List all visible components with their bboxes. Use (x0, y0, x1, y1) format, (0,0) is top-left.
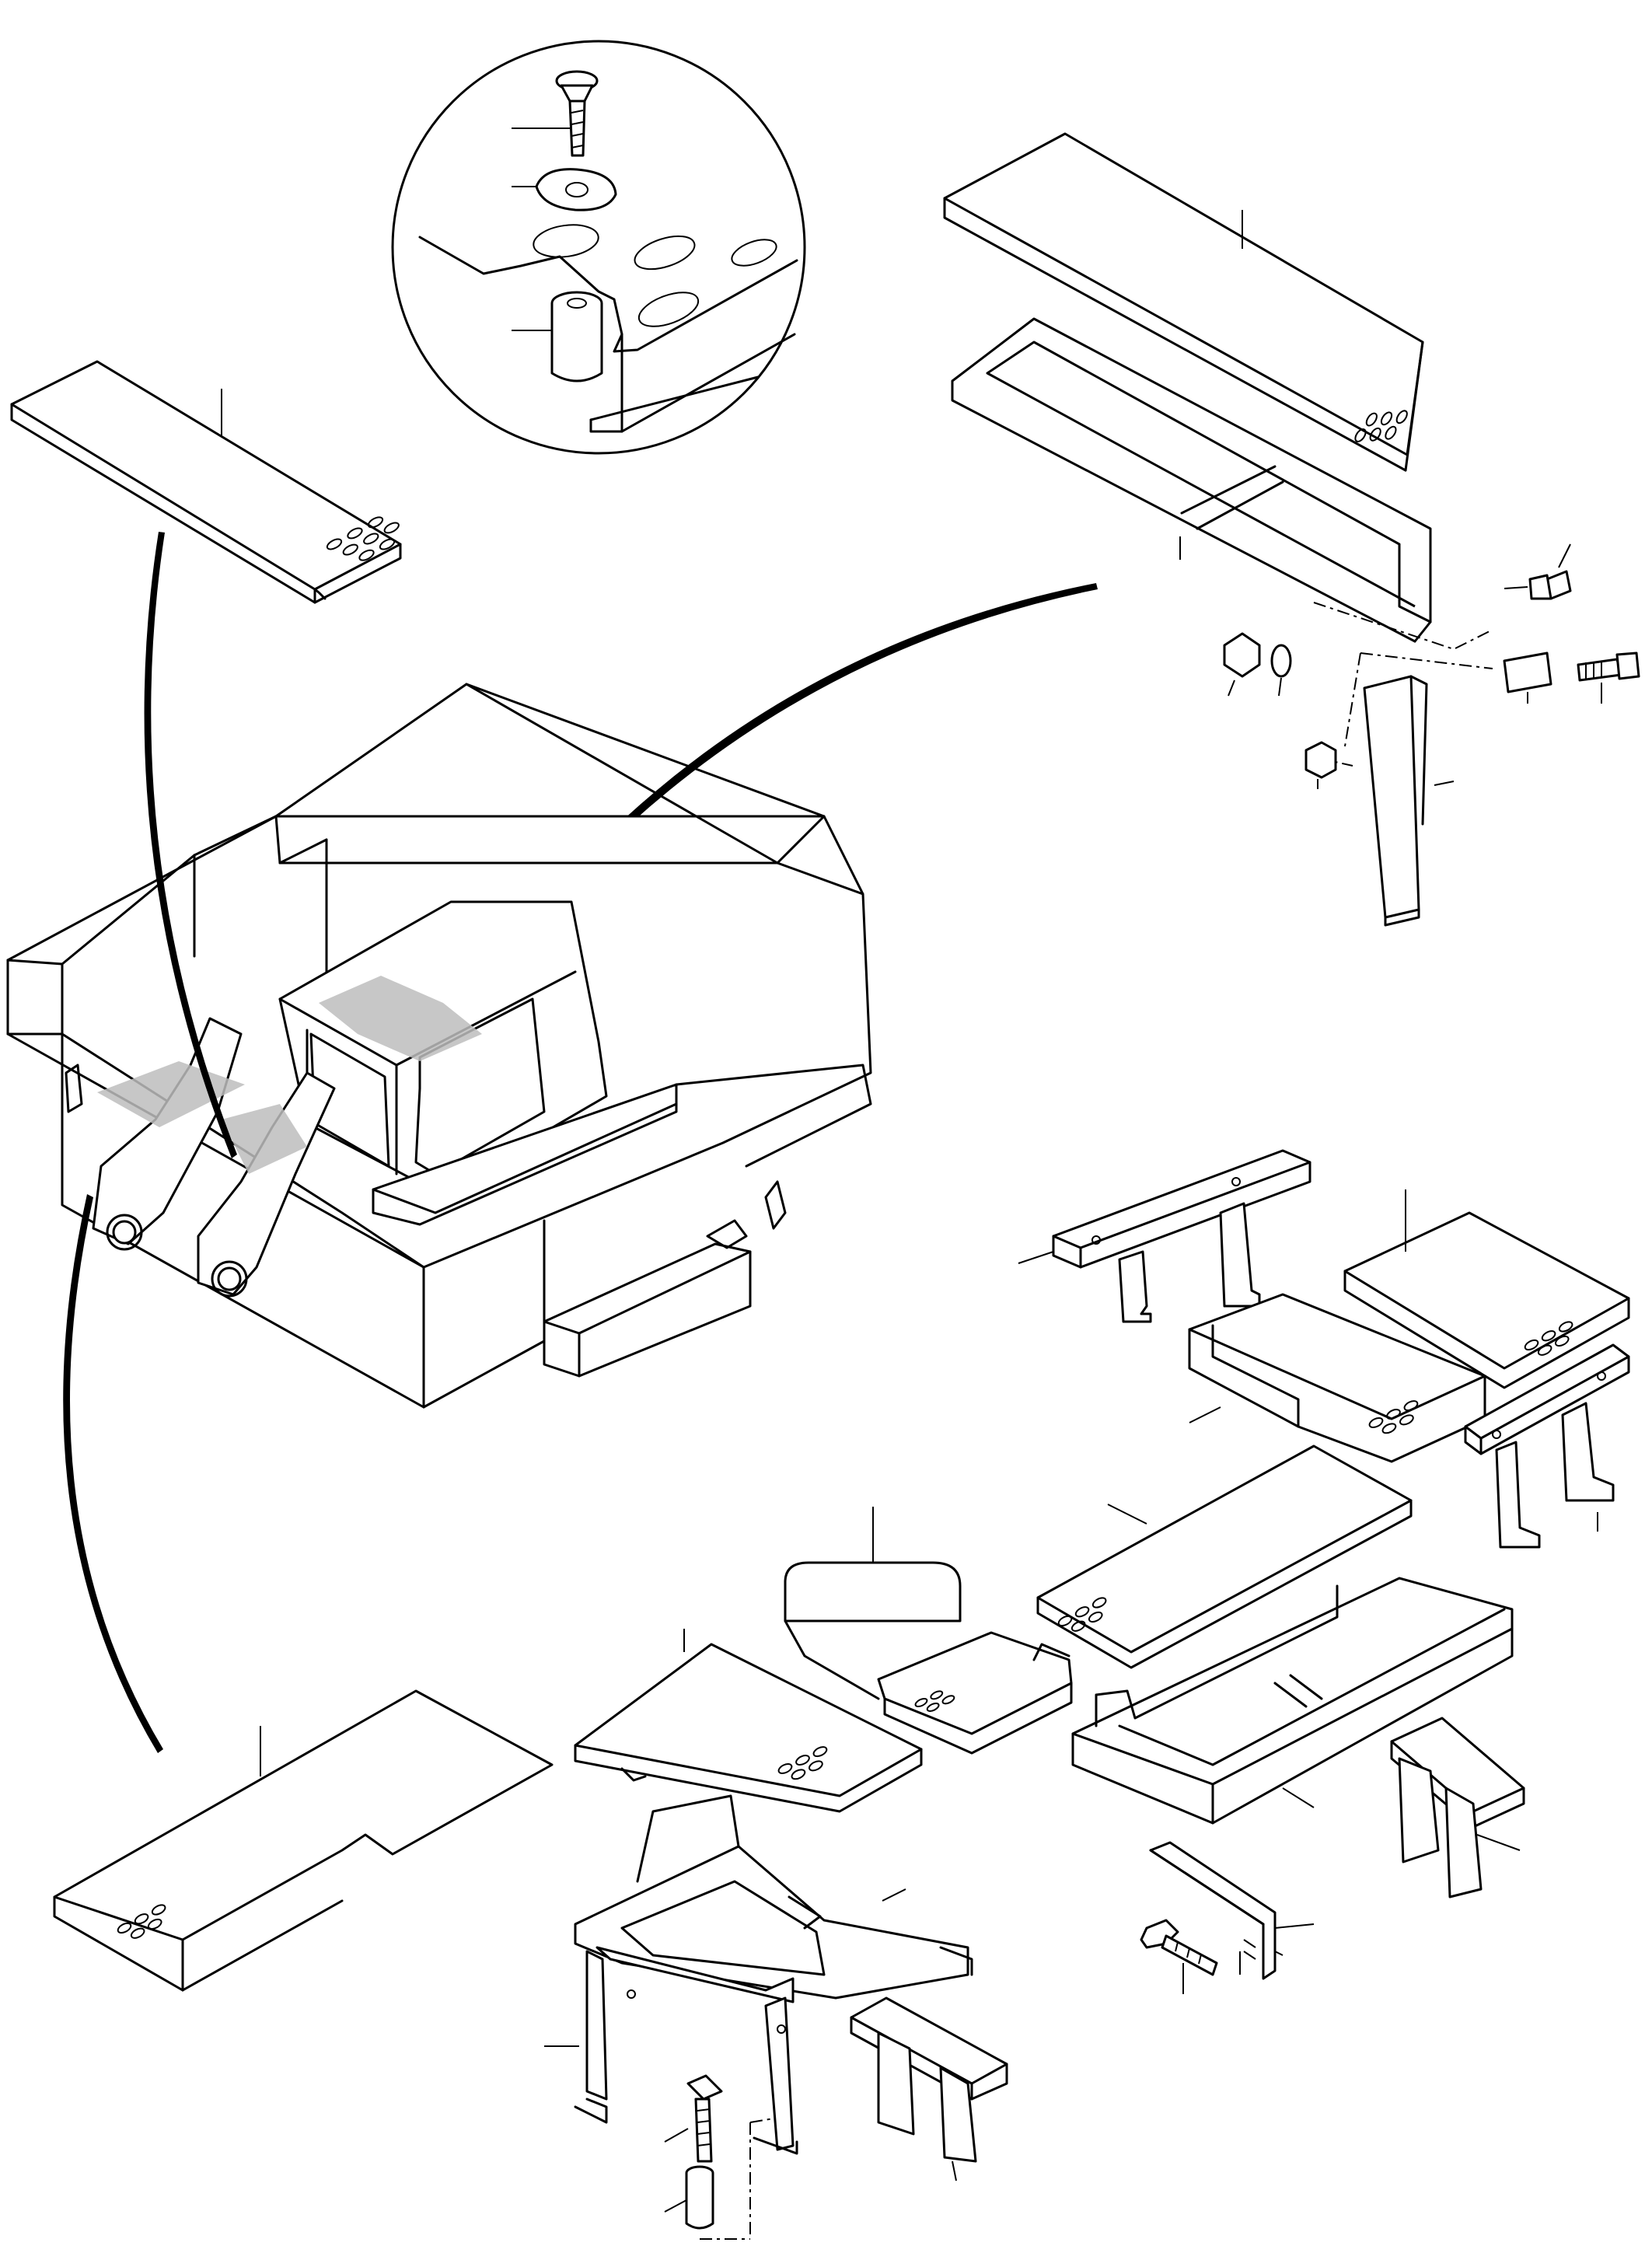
large-frame-tray (1071, 1577, 1514, 1825)
tread-plate-right-upper (1343, 1189, 1630, 1389)
top-right-frame (951, 317, 1432, 643)
large-tread-plate-bottom-left (53, 1689, 554, 1992)
curved-step-box (784, 1507, 1073, 1755)
step-box-middle (1188, 1293, 1486, 1463)
small-bracket-bolt (1140, 1841, 1315, 1994)
machine-body (6, 683, 872, 1409)
spacer-bushing (550, 291, 603, 382)
tread-plate-left (10, 360, 402, 604)
support-stand-right (1390, 1717, 1525, 1898)
triangular-frame (574, 1794, 973, 2000)
support-bracket-right (1464, 1343, 1630, 1549)
curved-arrow-to-top-left-plate (144, 532, 237, 1158)
top-right-cover (943, 132, 1424, 472)
perforated-plate (418, 224, 798, 433)
bolt-and-bushing-bottom (664, 2074, 774, 2240)
curved-arrow-to-bottom-left-plate (63, 1194, 163, 1753)
cup-washer (535, 168, 617, 211)
support-stand-bottom-middle (850, 1996, 1008, 2181)
long-tread-plate (1036, 1444, 1413, 1669)
detail-circle-fastener (391, 40, 806, 455)
angled-tread-plate (574, 1629, 923, 1813)
support-bracket-upper (1018, 1149, 1311, 1323)
stand-frame-bottom (544, 1946, 798, 2155)
screw (555, 70, 599, 157)
bracket-hardware-right (1223, 543, 1640, 927)
